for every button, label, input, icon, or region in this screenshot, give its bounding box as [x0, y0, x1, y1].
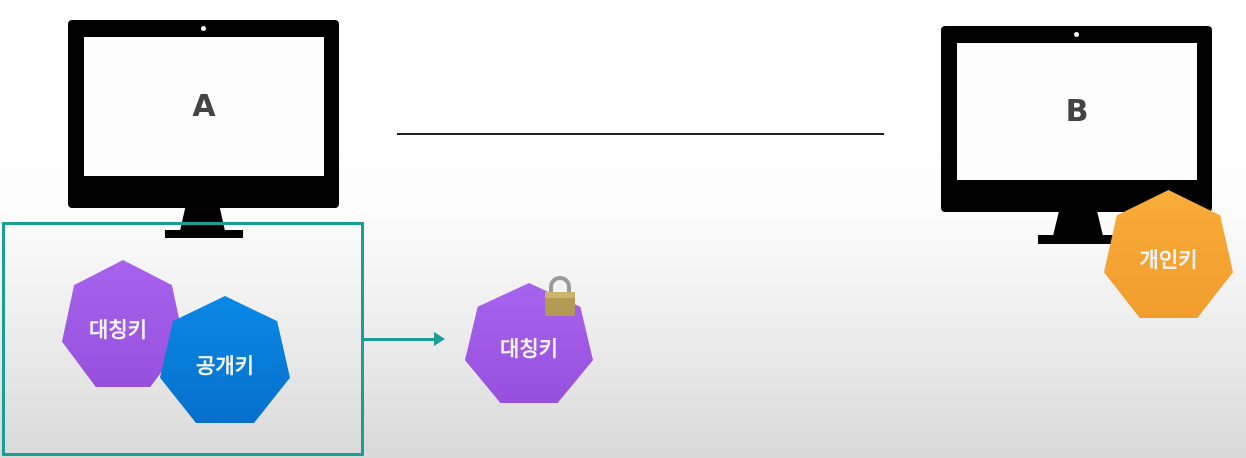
- symmetric-key-label: 대칭키: [89, 317, 147, 342]
- camera-dot: [201, 26, 206, 31]
- monitor-a-base: [165, 230, 243, 238]
- monitor-a-frame: A: [68, 20, 339, 208]
- monitor-b-base: [1038, 235, 1118, 244]
- camera-dot: [1074, 32, 1079, 37]
- public-key-label: 공개키: [196, 353, 254, 378]
- arrow-head-icon: [434, 332, 445, 346]
- monitor-b-stand: [1053, 211, 1103, 236]
- key-group-box: [2, 222, 364, 456]
- private-key-b: 개인키: [1104, 190, 1233, 318]
- arrow: [364, 338, 436, 341]
- private-key-label: 개인키: [1139, 248, 1198, 272]
- screen-a: A: [84, 37, 324, 176]
- padlock-icon: [543, 276, 577, 318]
- public-key-a: 공개키: [160, 296, 290, 423]
- connection-line: [397, 133, 884, 135]
- monitor-b-frame: B: [941, 26, 1212, 212]
- symmetric-key-label: 대칭키: [500, 337, 558, 361]
- screen-b: B: [957, 43, 1197, 180]
- monitor-a-stand: [180, 207, 225, 231]
